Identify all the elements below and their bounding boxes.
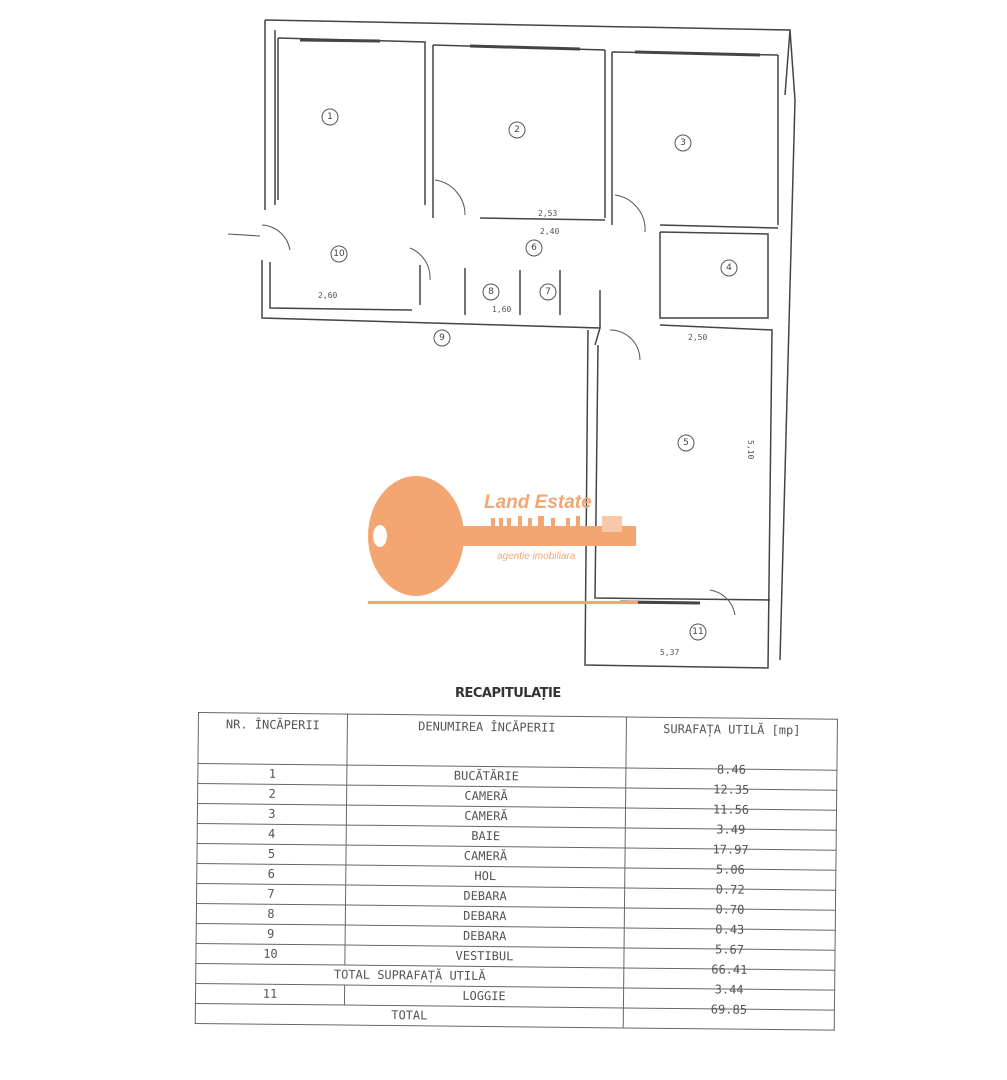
room-number-8: 8 [482, 283, 500, 301]
room-nr: 6 [267, 866, 275, 881]
svg-text:4: 4 [726, 263, 732, 273]
logo-underline [368, 601, 638, 604]
dimension-label: 2,60 [318, 291, 337, 300]
room-number-4: 4 [720, 259, 738, 277]
key-bow [368, 476, 464, 596]
room-nr: 2 [268, 786, 276, 801]
room-area: 17.97 [712, 842, 749, 857]
recap-title: RECAPITULAȚIE [455, 686, 561, 701]
key-shaft [456, 526, 636, 546]
room-number-5: 5 [677, 434, 695, 452]
room-name: CAMERĂ [464, 808, 508, 824]
room-nr: 3 [268, 806, 276, 821]
room-number-9: 9 [433, 329, 451, 347]
table-row-total: TOTAL 69.85 [195, 1002, 835, 1031]
room-number-10: 10 [330, 245, 348, 263]
room-number-11: 11 [689, 623, 707, 641]
room-nr: 4 [268, 826, 276, 841]
svg-text:2: 2 [514, 125, 520, 135]
svg-text:5: 5 [683, 438, 689, 448]
svg-text:8: 8 [488, 287, 494, 297]
svg-text:3: 3 [680, 138, 686, 148]
room-name: BUCĂTĂRIE [453, 768, 519, 784]
dimension-label: 5,37 [660, 648, 679, 657]
room-number-6: 6 [525, 239, 543, 257]
key-hole [373, 525, 387, 547]
room-area: 5.67 [715, 942, 745, 957]
header-name: DENUMIREA ÎNCĂPERII [346, 714, 627, 768]
room-name: CAMERĂ [464, 788, 508, 804]
room-nr: 5 [267, 846, 276, 861]
total-area: 69.85 [710, 1002, 748, 1017]
room-name: CAMERĂ [463, 848, 508, 864]
svg-text:1: 1 [327, 112, 333, 122]
room-area: 0.72 [715, 882, 745, 897]
room-number-7: 7 [539, 283, 557, 301]
dimension-label: 2,50 [688, 333, 707, 342]
room-name: DEBARA [462, 928, 507, 944]
logo-brand: Land Estate [484, 492, 592, 513]
room-area: 12.35 [713, 782, 750, 797]
room-name: HOL [474, 868, 497, 884]
loggia-nr: 11 [195, 983, 345, 1006]
dimension-label: 2,40 [540, 227, 559, 236]
recap-table: NR. ÎNCĂPERII DENUMIREA ÎNCĂPERII SURAFA… [195, 712, 838, 1031]
dimension-label: 5,10 [746, 440, 755, 459]
room-area: 0.70 [715, 902, 745, 917]
room-area: 5.06 [715, 862, 745, 877]
room-area: 8.46 [716, 762, 746, 777]
svg-text:7: 7 [545, 287, 551, 297]
room-name: VESTIBUL [455, 948, 514, 964]
svg-text:9: 9 [439, 333, 445, 343]
room-number-1: 1 [321, 108, 339, 126]
dimension-label: 2,53 [538, 209, 557, 218]
total-label: TOTAL [195, 1003, 624, 1028]
room-number-2: 2 [508, 121, 526, 139]
room-area: 3.49 [716, 822, 746, 837]
svg-text:11: 11 [692, 627, 703, 637]
room-area: 11.56 [712, 802, 750, 817]
room-nr: 8 [267, 906, 275, 921]
total-useful-area: 66.41 [711, 962, 748, 977]
logo-tagline: agentie imobiliara [497, 551, 576, 562]
room-name: DEBARA [463, 888, 507, 904]
room-area: 0.43 [715, 922, 745, 937]
table-header: NR. ÎNCĂPERII DENUMIREA ÎNCĂPERII SURAFA… [197, 712, 838, 771]
room-name: DEBARA [463, 908, 507, 924]
header-nr: NR. ÎNCĂPERII [197, 712, 348, 766]
svg-text:6: 6 [531, 243, 537, 253]
room-nr: 10 [263, 946, 278, 961]
room-number-3: 3 [674, 134, 692, 152]
dimension-label: 1,60 [492, 305, 511, 314]
loggia-area: 3.44 [714, 982, 744, 997]
room-nr: 1 [268, 766, 277, 781]
land-estate-logo [368, 476, 638, 604]
room-nr: 7 [267, 886, 275, 901]
svg-text:10: 10 [333, 249, 345, 259]
room-nr: 9 [266, 926, 275, 941]
room-name: BAIE [471, 828, 501, 844]
